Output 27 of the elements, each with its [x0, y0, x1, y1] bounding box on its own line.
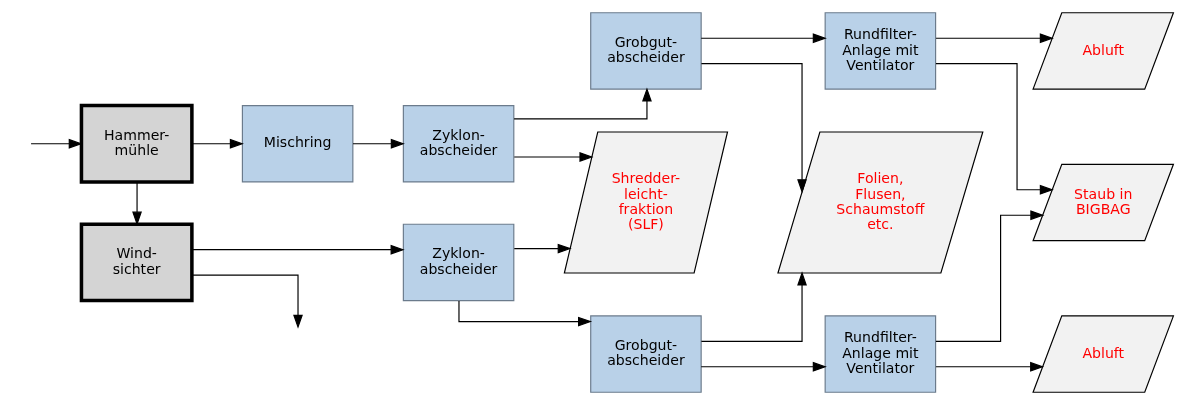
node-box: Zyklon- abscheider	[402, 105, 515, 183]
node-box: Zyklon- abscheider	[402, 223, 515, 302]
arrow	[935, 33, 1054, 44]
arrow	[700, 271, 807, 342]
arrow	[191, 138, 244, 149]
arrow	[935, 361, 1045, 372]
arrow	[513, 152, 594, 162]
node-box: Mischring	[241, 105, 354, 183]
node-box: Rundfilter- Anlage mit Ventilator	[824, 12, 937, 90]
arrow	[513, 243, 572, 254]
node-box: Hammer- mühle	[79, 103, 194, 184]
arrow	[935, 63, 1054, 195]
node-box: Wind- sichter	[79, 222, 194, 303]
arrow	[132, 181, 142, 226]
arrow	[352, 138, 405, 149]
arrow	[935, 210, 1045, 342]
node-box: Grobgut- abscheider	[590, 12, 702, 90]
arrow	[30, 138, 83, 149]
node-box: Grobgut- abscheider	[590, 315, 702, 393]
arrow	[700, 33, 827, 44]
arrow	[458, 300, 593, 327]
arrow	[191, 244, 405, 255]
node-box: Rundfilter- Anlage mit Ventilator	[824, 315, 937, 393]
arrow	[191, 274, 303, 329]
arrow	[513, 87, 652, 120]
arrow	[700, 63, 807, 194]
arrow	[700, 361, 827, 372]
